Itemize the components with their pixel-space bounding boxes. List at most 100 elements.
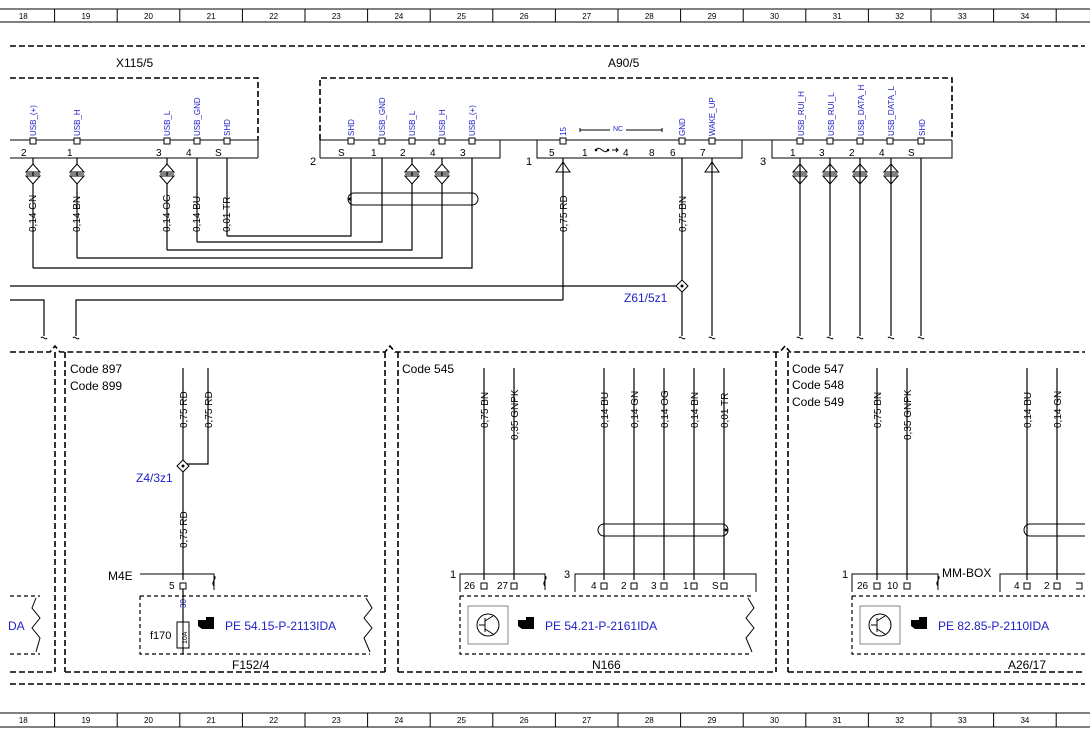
pin-name: USB_(+)	[29, 105, 38, 136]
pin-name: USB_L	[408, 110, 417, 136]
reference-link[interactable]: PE 54.21-P-2161IDA	[545, 619, 657, 633]
wire-label: 0,14 BU	[192, 196, 203, 232]
group-number: 3	[564, 569, 570, 581]
wire-label: 0,14 GN	[630, 391, 641, 428]
code-label: Code 547	[792, 362, 844, 376]
connector-label: M4E	[108, 569, 133, 583]
pin-markers	[796, 137, 925, 145]
wire-break-marker	[72, 336, 80, 340]
nc-label: NC	[613, 126, 623, 133]
group-number: 1	[526, 156, 532, 168]
reference-link[interactable]: PE 54.15-P-2113IDA	[225, 619, 336, 633]
pin-name: USB_RUI_H	[797, 91, 806, 136]
pin-number: 5	[549, 148, 555, 159]
fuse-label: f170	[150, 630, 171, 642]
wire-label: 0,14 OG	[162, 194, 173, 232]
left-fragment: DA	[8, 595, 41, 655]
pin-name: USB_DATA_H	[857, 85, 866, 136]
pin-name: USB_GND	[378, 97, 387, 136]
pin-number: S	[908, 148, 915, 159]
grid-column-number: 19	[81, 716, 90, 725]
grid-column-number: 24	[394, 716, 403, 725]
pin-number: 27	[497, 581, 509, 592]
pin-number: 2	[621, 581, 627, 592]
splice-label: Z61/5z1	[624, 291, 668, 305]
pointing-hand-icon	[198, 617, 214, 629]
wire-label: 0,01 TR	[720, 393, 731, 428]
wire-label: 0,75 RD	[179, 391, 190, 428]
pin-name: USB_DATA_L	[887, 86, 896, 136]
wire-label: 0,75 RD	[204, 391, 215, 428]
wire-break-marker	[678, 336, 686, 340]
component-label: N166	[592, 658, 621, 672]
splice-z61-5z1: Z61/5z1	[10, 279, 689, 336]
wire-label: 0,14 GN	[1053, 391, 1064, 428]
grid-column-number: 32	[895, 12, 904, 21]
wire-break-marker	[856, 336, 864, 340]
grid-column-number: 29	[707, 716, 716, 725]
grid-column-number: 29	[707, 12, 716, 21]
x115-5-title: X115/5	[116, 56, 153, 70]
pointing-hand-icon	[911, 617, 927, 629]
wire-label: 0,75 BN	[873, 392, 884, 428]
pin-number: 2	[21, 148, 27, 159]
grid-column-number: 30	[770, 12, 779, 21]
reference-link-fragment[interactable]: DA	[8, 619, 25, 633]
lower-section-frame	[10, 344, 1085, 673]
group-number: 1	[450, 569, 456, 581]
grid-column-number: 27	[582, 716, 591, 725]
grid-column-number: 23	[332, 12, 341, 21]
grid-column-number: 20	[144, 12, 153, 21]
pin-name: USB_H	[438, 109, 447, 136]
grid-column-number: 23	[332, 716, 341, 725]
shield-ellipse	[347, 192, 479, 206]
pin-number: 3	[460, 148, 466, 159]
pin-number: 4	[186, 148, 192, 159]
bidirectional-arrow-icon	[433, 163, 451, 185]
grid-column-number: 32	[895, 716, 904, 725]
wire-label: 0,75 RD	[559, 195, 570, 232]
grid-column-number: 34	[1020, 12, 1029, 21]
pin-number: 26	[857, 581, 869, 592]
internal-switch-icon	[594, 147, 619, 153]
pin-number: 2	[400, 148, 406, 159]
wire-label: 0,14 BU	[600, 392, 611, 428]
grid-column-number: 26	[520, 716, 529, 725]
pin-name: SHD	[918, 119, 927, 136]
group-number: 2	[310, 156, 316, 168]
shield-ellipse	[1023, 523, 1085, 537]
transistor-icon	[859, 605, 901, 645]
grid-column-number: 31	[833, 12, 842, 21]
pin-number: 2	[849, 148, 855, 159]
wire-break-marker	[917, 336, 925, 340]
pin-number: 1	[790, 148, 796, 159]
grid-column-number: 28	[645, 12, 654, 21]
pin-name: USB_H	[73, 109, 82, 136]
pin-number: 26	[464, 581, 476, 592]
pin-name: USB_RUI_L	[827, 92, 836, 136]
reference-link[interactable]: PE 82.85-P-2110IDA	[938, 619, 1049, 633]
grid-column-number: 25	[457, 12, 466, 21]
code-label: Code 548	[792, 378, 844, 392]
grid-column-number: 18	[19, 716, 28, 725]
grid-column-number: 18	[19, 12, 28, 21]
shield-ellipse	[597, 523, 729, 537]
usb-wire-routing	[33, 158, 479, 269]
grid-column-number: 31	[833, 716, 842, 725]
wire-label: 0,75 BN	[678, 196, 689, 232]
a90-5-box	[319, 77, 953, 140]
wire-break-marker	[40, 336, 48, 340]
component-label: F152/4	[232, 658, 270, 672]
wire-break-marker	[708, 336, 716, 340]
wire-label: 0,14 GN	[28, 195, 39, 232]
wire-break-marker	[826, 336, 834, 340]
wire-label: 0,01 TR	[222, 197, 233, 232]
pointing-hand-icon	[518, 617, 534, 629]
pin-number: 1	[67, 148, 73, 159]
bidirectional-arrow-icon	[158, 163, 176, 185]
component-x115-5: X115/5 USB_(+) USB_H USB_L USB_GND SHD 2…	[10, 56, 259, 268]
bidirectional-arrow-icon	[403, 163, 421, 185]
component-f152-4: Code 897 Code 899 0,75 RD 0,75 RD Z4/3z1…	[70, 362, 373, 672]
